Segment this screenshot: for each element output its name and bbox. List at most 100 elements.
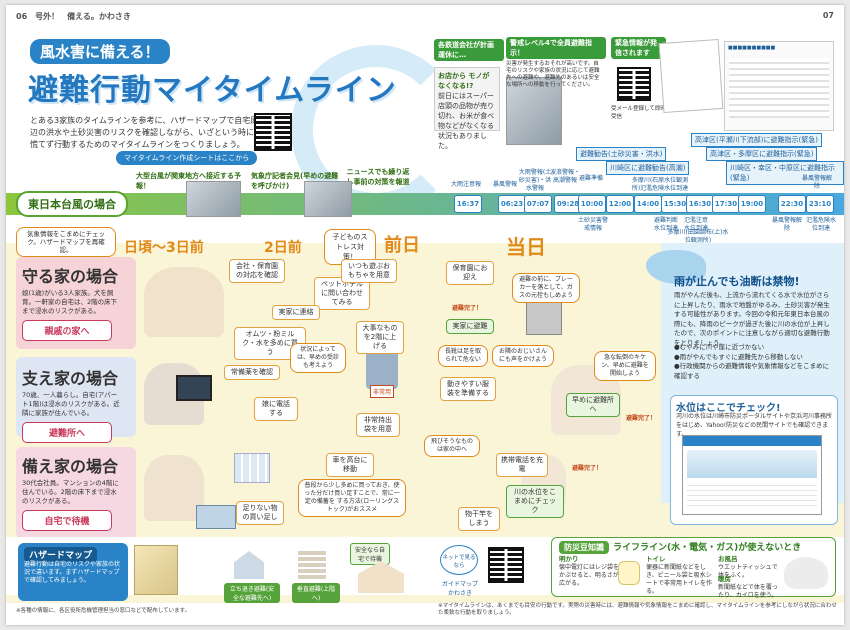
news-store-text: 前日にはスーパー店頭の品物が売り切れ、お米が食べ物などがなくなる状況もありました…	[438, 92, 495, 150]
water-level-text: 河川の水位は川崎市防災ポータルサイトや京浜河川事務所をはじめ、Yahoo!防災な…	[676, 413, 833, 438]
timeline-label: 東日本台風の場合	[16, 191, 128, 217]
action-item: いつも遊ぶおもちゃを用意	[341, 259, 397, 283]
worker-illustration	[144, 455, 204, 521]
footnote-left: ※各種の情報に、各区役所危機管理担当の窓口などで配布しています。	[16, 608, 191, 614]
action-item: 実家に避難	[446, 319, 494, 334]
towel-icon	[784, 557, 828, 589]
bosai-item-text: 新聞紙などで体を覆ったり、カイロを使う。	[718, 584, 778, 599]
case-desc: 娘(1歳)がいる3人家族。犬を飼育。一軒家の自宅は、2階の床下まで浸水のリスクが…	[22, 289, 118, 315]
timeline-event: 避難勧告(土砂災害・洪水)	[576, 147, 667, 161]
news-emergency-tag: 緊急情報が発信されます	[611, 37, 666, 59]
water-bottles-icon	[234, 453, 270, 483]
action-item: 携帯電話を充電	[496, 453, 548, 477]
bosai-item-text: ウエットティッシュで体をふく。	[718, 564, 778, 579]
rolling-stock-bubble: 普段から少し多めに買っておき、使った分だけ買い足すことで、常に一定の備蓄を する…	[298, 479, 406, 517]
pre-event-1: 大型台風が関東地方へ接近する予報！	[136, 172, 241, 190]
title-pill: 風水害に備える！	[30, 39, 170, 64]
rain-title: 雨が止んでも油断は禁物!	[674, 275, 800, 288]
action-item: 会社・保育園の対応を確認	[229, 259, 285, 283]
action-item: 保育園にお迎え	[446, 261, 494, 285]
case-desc: 70歳、一人暮らし。自宅(アパート1階)は浸水のリスクがある。近隣に家族が住んで…	[22, 391, 120, 417]
news-railway-tag: 各鉄道会社が計画運休に…	[434, 39, 504, 61]
typhoon-satellite-photo	[186, 181, 241, 217]
fly-items-bubble: 飛びそうなものは家の中へ	[424, 435, 480, 457]
info-check-bubble: 気象情報をこまめにチェック。ハザードマップを再確認。	[16, 227, 116, 257]
timeline-tick: 17:30	[712, 195, 740, 213]
news-evac-level: 警戒レベル4で全員避難指示！ 災害が発生するおそれが高いです。自宅のリスクや家族…	[506, 37, 606, 89]
hazard-text: 避難行動は自宅のリスクや家族の状況で違います。まずハザードマップで確認してみまし…	[24, 561, 121, 584]
hazard-map-booklet	[134, 545, 178, 595]
family-illustration	[144, 267, 224, 337]
qr-code-icon[interactable]	[488, 547, 524, 583]
water-level-title: 水位はここでチェック!	[676, 403, 781, 414]
timeline-tick: 14:00	[634, 195, 662, 213]
news-store-headline: お店から モノがなくなる!?	[438, 72, 490, 90]
caution-list: ●むやみに川や崖に近づかない ●雨がやんでもすぐに避難先から移動しない ●行政機…	[674, 343, 834, 381]
qr-code-icon[interactable]	[617, 67, 651, 101]
bosai-item-head: 暖房	[718, 575, 731, 583]
pre-event-2: 気象庁記者会見(早めの避難を呼びかけ)	[251, 172, 339, 190]
timeline-tick: 07:07	[524, 195, 552, 213]
laptop-icon	[196, 505, 236, 529]
caution-item: ●雨がやんでもすぐに避難先から移動しない	[674, 352, 803, 361]
stairs-icon	[298, 551, 326, 579]
timeline-tick: 15:30	[661, 195, 689, 213]
timeline-tick: 19:00	[738, 195, 766, 213]
timeline-event: 土砂災害警戒情報	[578, 217, 609, 232]
qr-code-icon[interactable]	[254, 113, 292, 151]
phase-today: 当日	[506, 235, 546, 259]
action-item: 実家に連絡	[272, 305, 320, 320]
timeline-event: 高津区・多摩区に避難指示(緊急)	[706, 147, 818, 161]
case-title: 守る家の場合	[22, 267, 119, 286]
email-screenshot: ■■■■■■■■■■	[724, 41, 834, 131]
action-item: 大事なものを2階に上げる	[356, 321, 404, 354]
page-header-left: 06 号外！ 備える。かわさき	[16, 12, 131, 21]
sheet-link-label[interactable]: マイタイムライン作成シートはここから	[116, 151, 258, 165]
tv-icon	[176, 375, 212, 401]
timeline-tick: 06:23	[498, 195, 526, 213]
bosai-item-head: トイレ	[646, 555, 666, 563]
action-item: 早めに避難所へ	[566, 393, 620, 417]
case-result-button[interactable]: 避難所へ	[22, 422, 112, 443]
page-title: 避難行動マイタイムライン	[28, 73, 397, 108]
news-railway: 各鉄道会社が計画運休に… お店から モノがなくなる!? 前日にはスーパー店頭の品…	[434, 39, 504, 150]
timeline-event-bottom: 多摩川(田園調布(上)水位観測所)	[667, 229, 729, 244]
email-sample-image	[658, 38, 724, 114]
guide-map-label[interactable]: ガイドマップかわさき	[441, 581, 478, 597]
timeline-event-bottom: 氾濫注意水位到達	[683, 217, 708, 232]
done-badge: 避難完了！	[626, 415, 657, 422]
case-title: 支え家の場合	[22, 369, 119, 388]
evac-type-tag: 垂直避難(上階へ)	[292, 583, 340, 603]
flashlight-icon	[618, 561, 640, 585]
pre-event-3: ニュースでも繰り返し事前の対策を報道	[346, 168, 410, 186]
timeline-event: 高津区(平瀬川下流部)に避難指示(緊急)	[691, 133, 822, 147]
done-badge: 避難完了！	[452, 305, 483, 312]
timeline-tick: 16:30	[686, 195, 714, 213]
phase-2days: 2日前	[264, 240, 302, 256]
neighbor-bubble: お隣のおじいさんにも声をかけよう	[492, 345, 554, 367]
timeline-tick: 16:37	[454, 195, 482, 213]
footnote-right: ※マイタイムラインは、あくまでも目安の行動です。実際の災害時には、避難情報や気象…	[438, 603, 837, 616]
phase-prevday: 前日	[384, 235, 420, 256]
timeline-tick: 12:00	[606, 195, 634, 213]
rain-text: 雨がやんだ後も、上流から流れてくる水で水位がさらに上昇したり、雨水で地盤がゆるみ…	[674, 291, 830, 347]
timeline-event: 暴風警報	[492, 181, 517, 188]
case-mamoru: 守る家の場合 娘(1歳)がいる3人家族。犬を飼育。一軒家の自宅は、2階の床下まで…	[22, 263, 122, 341]
timeline-event: 波浪警報・高潮警報	[550, 169, 581, 184]
timeline-event: 避難準備	[578, 175, 603, 182]
case-sasae: 支え家の場合 70歳、一人暮らし。自宅(アパート1階)は浸水のリスクがある。近隣…	[22, 365, 122, 443]
done-badge: 避難完了！	[572, 465, 603, 472]
net-bubble: ネットで見るなら	[440, 545, 478, 575]
timeline-event-bottom: 氾濫危険水位到達	[805, 217, 836, 232]
case-result-button[interactable]: 自宅で待機	[22, 510, 112, 531]
press-conference-photo	[304, 181, 352, 217]
bosai-title: 防災豆知識	[559, 541, 609, 554]
case-result-button[interactable]: 親戚の家へ	[22, 320, 112, 341]
timeline-tick: 10:00	[578, 195, 606, 213]
bosai-subtitle: ライフライン(水・電気・ガス)が使えないとき	[613, 543, 802, 553]
timeline-event: 多摩川(石原水位観測所)氾濫危険水位到達	[631, 177, 689, 192]
news-emergency-text: 受メール登録して即時受信	[611, 106, 666, 120]
news-store-box: お店から モノがなくなる!? 前日にはスーパー店頭の品物が売り切れ、お米が食べ物…	[434, 67, 500, 150]
news-emergency: 緊急情報が発信されます 受メール登録して即時受信	[611, 37, 666, 120]
action-item: 物干竿をしまう	[458, 507, 500, 531]
